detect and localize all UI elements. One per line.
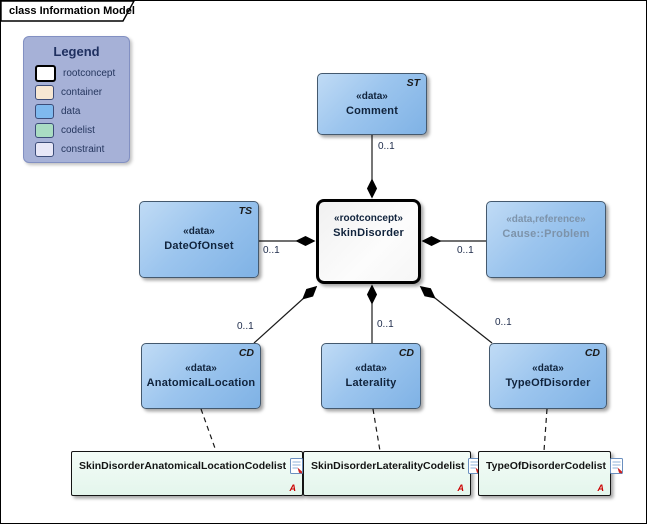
legend-item-label: data	[61, 106, 81, 117]
edge-laterality-codelist	[372, 408, 381, 452]
edge-type-of-disorder	[421, 287, 493, 344]
legend-title: Legend	[53, 44, 100, 59]
codelist-flag: A	[289, 483, 297, 493]
legend-item-constraint: constraint	[24, 140, 129, 159]
node-laterality[interactable]: CD «data» Laterality	[321, 343, 421, 409]
codelist-anatomical-location[interactable]: SkinDisorderAnatomicalLocationCodelist A	[71, 451, 304, 496]
stereotype: «data»	[355, 362, 387, 374]
codelist-name: TypeOfDisorderCodelist	[486, 460, 606, 472]
legend-item-label: constraint	[61, 144, 105, 155]
type-label: TS	[238, 205, 252, 217]
legend-item-rootconcept: rootconcept	[24, 64, 129, 83]
type-label: CD	[238, 347, 254, 359]
stereotype: «data,reference»	[506, 214, 586, 225]
codelist-type-of-disorder[interactable]: TypeOfDisorderCodelist A	[478, 451, 623, 496]
codelist-name: SkinDisorderLateralityCodelist	[311, 460, 465, 472]
stereotype: «data»	[532, 362, 564, 374]
multiplicity-anatomical-location: 0..1	[237, 321, 254, 332]
constraint-swatch	[35, 142, 54, 157]
edge-type-codelist	[543, 408, 548, 452]
rootconcept-swatch	[35, 65, 56, 82]
node-name: AnatomicalLocation	[146, 376, 256, 389]
node-name: Laterality	[345, 376, 397, 389]
node-type-of-disorder[interactable]: CD «data» TypeOfDisorder	[489, 343, 607, 409]
node-name: Comment	[345, 104, 399, 117]
container-swatch	[35, 85, 54, 100]
multiplicity-laterality: 0..1	[377, 319, 394, 330]
edge-anatomical-codelist	[200, 408, 217, 452]
multiplicity-comment: 0..1	[378, 141, 395, 152]
node-anatomical-location[interactable]: CD «data» AnatomicalLocation	[141, 343, 261, 409]
codelist-swatch	[35, 123, 54, 138]
codelist-name: SkinDisorderAnatomicalLocationCodelist	[79, 460, 287, 472]
node-name: TypeOfDisorder	[505, 376, 591, 389]
stereotype: «data»	[356, 90, 388, 102]
type-label: CD	[398, 347, 414, 359]
legend-item-data: data	[24, 102, 129, 121]
node-comment[interactable]: ST «data» Comment	[317, 73, 427, 135]
type-label: ST	[406, 77, 420, 89]
edge-anatomical-location	[253, 287, 316, 344]
stereotype: «data»	[183, 226, 215, 237]
stereotype: «data»	[185, 362, 217, 374]
codelist-flag: A	[597, 483, 605, 493]
data-swatch	[35, 104, 54, 119]
node-name: Cause::Problem	[502, 228, 590, 240]
codelist-laterality[interactable]: SkinDisorderLateralityCodelist A	[303, 451, 482, 496]
document-icon	[290, 458, 304, 474]
legend-item-label: rootconcept	[63, 68, 116, 79]
node-name: DateOfOnset	[164, 240, 234, 252]
multiplicity-date-of-onset: 0..1	[263, 245, 280, 256]
node-date-of-onset[interactable]: TS «data» DateOfOnset	[139, 201, 259, 278]
document-icon	[610, 458, 623, 474]
legend-item-label: container	[61, 87, 103, 98]
legend[interactable]: Legend rootconcept container data codeli…	[23, 36, 130, 163]
multiplicity-type-of-disorder: 0..1	[495, 317, 512, 328]
legend-item-label: codelist	[61, 125, 95, 136]
legend-item-container: container	[24, 83, 129, 102]
multiplicity-cause-problem: 0..1	[457, 245, 474, 256]
stereotype: «rootconcept»	[334, 213, 403, 224]
frame-title: class Information Model	[9, 5, 135, 17]
node-skin-disorder[interactable]: «rootconcept» SkinDisorder	[316, 199, 421, 284]
legend-item-codelist: codelist	[24, 121, 129, 140]
type-label: CD	[584, 347, 600, 359]
node-name: SkinDisorder	[333, 227, 404, 239]
codelist-flag: A	[457, 483, 465, 493]
node-cause-problem[interactable]: «data,reference» Cause::Problem	[486, 201, 606, 278]
